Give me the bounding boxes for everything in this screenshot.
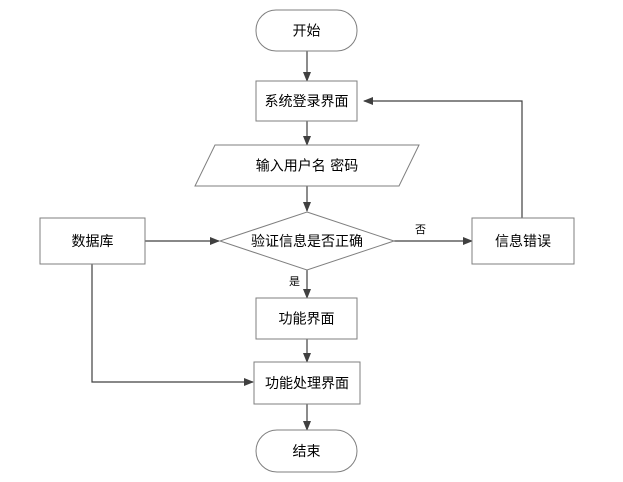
error-node: 信息错误: [471, 217, 575, 265]
database-label: 数据库: [72, 234, 114, 250]
database-node: 数据库: [39, 217, 146, 265]
input-label: 输入用户名 密码: [256, 158, 358, 175]
verify-label: 验证信息是否正确: [251, 233, 363, 250]
end-label: 结束: [293, 444, 321, 460]
start-label: 开始: [293, 24, 321, 40]
yes-edge-label: 是: [289, 275, 300, 288]
login-node: 系统登录界面: [255, 80, 358, 122]
process-label: 功能处理界面: [265, 376, 349, 392]
edges: [91, 51, 523, 431]
function-label: 功能界面: [279, 312, 335, 328]
no-edge-label: 否: [415, 223, 426, 236]
edge-database-to-process: [91, 264, 254, 386]
start-node: 开始: [255, 9, 358, 52]
end-node: 结束: [255, 429, 358, 473]
function-node: 功能界面: [255, 297, 358, 340]
verify-node: 验证信息是否正确: [218, 211, 396, 271]
login-label: 系统登录界面: [265, 94, 349, 110]
edge-error-to-login: [363, 97, 523, 218]
process-node: 功能处理界面: [253, 361, 361, 405]
input-node: 输入用户名 密码: [194, 144, 420, 187]
error-label: 信息错误: [495, 233, 551, 250]
